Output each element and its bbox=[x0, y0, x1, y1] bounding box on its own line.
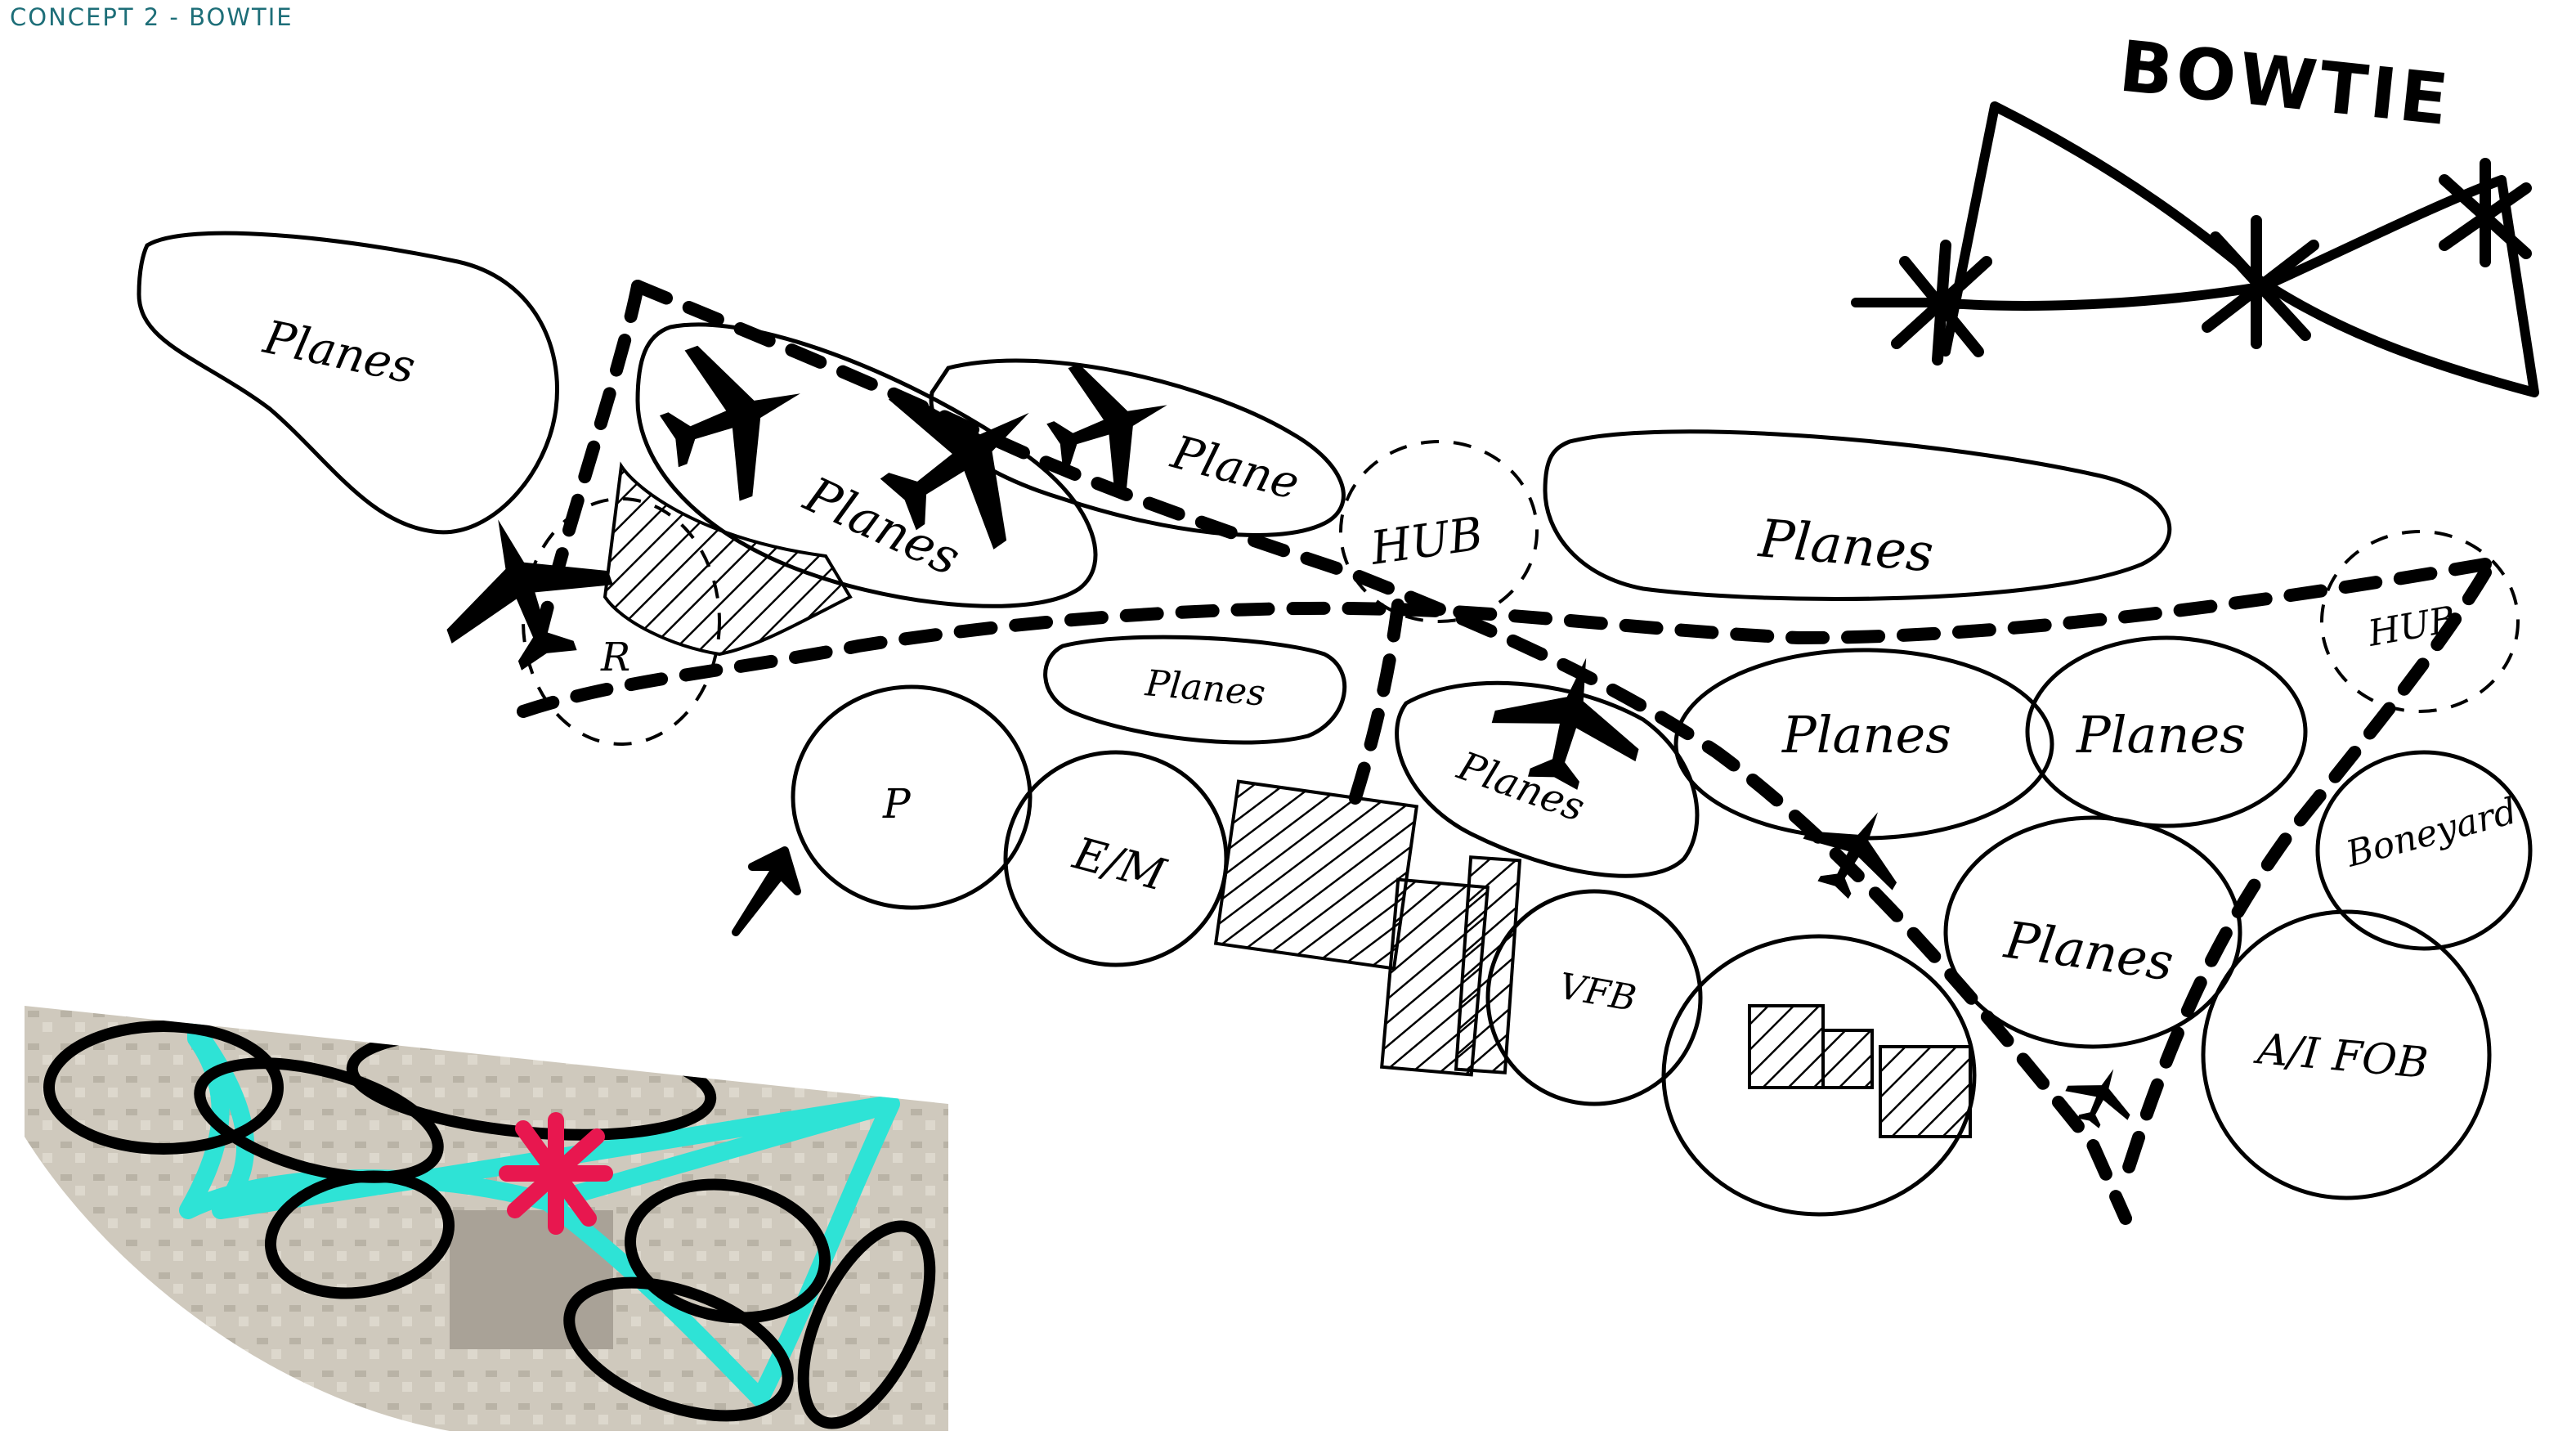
bowtie-node-center-star-icon bbox=[2207, 221, 2314, 343]
label-afob: A/I FOB bbox=[2252, 1025, 2430, 1088]
label-planes-small: Planes bbox=[1143, 662, 1267, 715]
zone-p-circle bbox=[793, 687, 1030, 908]
plane-icon bbox=[1789, 787, 1923, 916]
bowtie-node-east-star-icon bbox=[2444, 164, 2526, 262]
label-planes-east-b: Planes bbox=[2076, 705, 2246, 765]
bowtie-title: BOWTIE bbox=[2116, 25, 2455, 141]
label-planes-northwest: Planes bbox=[258, 311, 419, 395]
plane-icon bbox=[418, 491, 630, 690]
hatched-building-center-a bbox=[1216, 782, 1417, 969]
route-center bbox=[1349, 605, 1398, 818]
label-vfb: VFB bbox=[1556, 966, 1639, 1021]
hatched-building-east-b bbox=[1823, 1030, 1872, 1088]
label-planes-hub: Planes bbox=[1451, 742, 1591, 831]
label-hub-east: HUB bbox=[2364, 599, 2459, 655]
label-em: E/M bbox=[1068, 827, 1172, 901]
label-planes-east-a: Planes bbox=[1781, 705, 1951, 765]
label-r: R bbox=[600, 635, 630, 680]
label-planes-east-c: Planes bbox=[2000, 909, 2177, 992]
bowtie-shape bbox=[1856, 106, 2534, 393]
hatched-building-east-a bbox=[1749, 1006, 1823, 1088]
label-planes-center-east: Planes bbox=[1756, 509, 1936, 584]
site-aerial-inset-map bbox=[25, 1006, 948, 1431]
route-east bbox=[2126, 572, 2485, 1178]
entry-arrow-icon bbox=[736, 850, 797, 932]
label-hub-center: HUB bbox=[1367, 507, 1486, 576]
map-hub-star-icon bbox=[507, 1120, 605, 1227]
label-p: P bbox=[882, 780, 912, 828]
label-plane-north-b: Plane bbox=[1165, 425, 1305, 510]
planes-zone-northwest bbox=[139, 233, 558, 532]
hatched-building-east-c bbox=[1880, 1047, 1970, 1137]
label-boneyard: Boneyard bbox=[2341, 790, 2521, 876]
